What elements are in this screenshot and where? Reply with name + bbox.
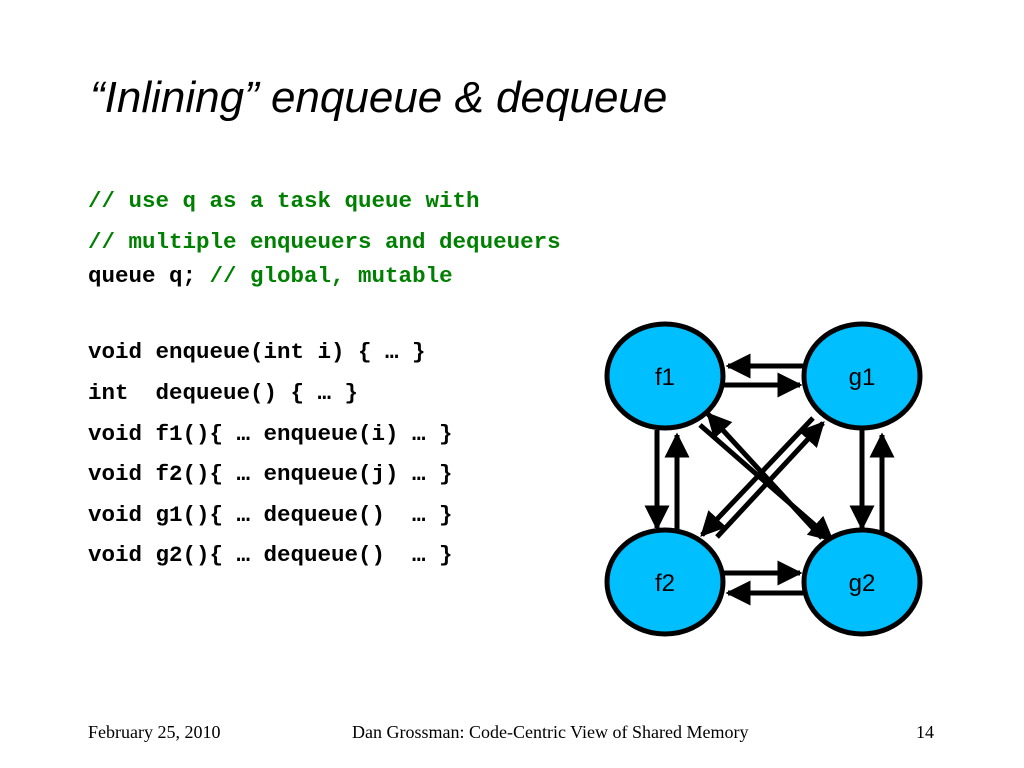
code-line-g1: void g1(){ … dequeue() … } (88, 502, 453, 528)
node-f2-label: f2 (655, 570, 675, 597)
task-graph-diagram: f1 g1 f2 g2 (604, 321, 923, 637)
edge-g1-to-f2 (700, 416, 815, 537)
code-declaration-text: queue q; (88, 263, 210, 289)
code-declaration-comment: // global, mutable (209, 263, 453, 289)
code-comment-line-1: // use q as a task queue with (88, 188, 480, 214)
code-line-f2: void f2(){ … enqueue(j) … } (88, 461, 453, 487)
node-f1: f1 (604, 321, 726, 431)
edge-g2-to-f1 (706, 412, 824, 540)
code-line-enqueue: void enqueue(int i) { … } (88, 339, 426, 365)
node-g2-label: g2 (849, 570, 876, 597)
code-line-f1: void f1(){ … enqueue(i) … } (88, 421, 453, 447)
node-g1-label: g1 (849, 364, 876, 391)
footer-presentation-title: Dan Grossman: Code-Centric View of Share… (352, 722, 749, 742)
node-g2: g2 (801, 527, 923, 637)
edge-f2-to-g1 (715, 421, 825, 539)
slide-title: “Inlining” enqueue & dequeue (90, 73, 668, 122)
code-queue-declaration: queue q; // global, mutable (88, 262, 453, 290)
node-g1: g1 (801, 321, 923, 431)
node-f2: f2 (604, 527, 726, 637)
code-line-dequeue: int dequeue() { … } (88, 380, 359, 406)
footer-page-number: 14 (916, 722, 934, 742)
code-comment-line-2: // multiple enqueuers and dequeuers (88, 229, 561, 255)
node-f1-label: f1 (655, 364, 675, 391)
footer-date: February 25, 2010 (88, 722, 221, 742)
code-line-g2: void g2(){ … dequeue() … } (88, 542, 453, 568)
